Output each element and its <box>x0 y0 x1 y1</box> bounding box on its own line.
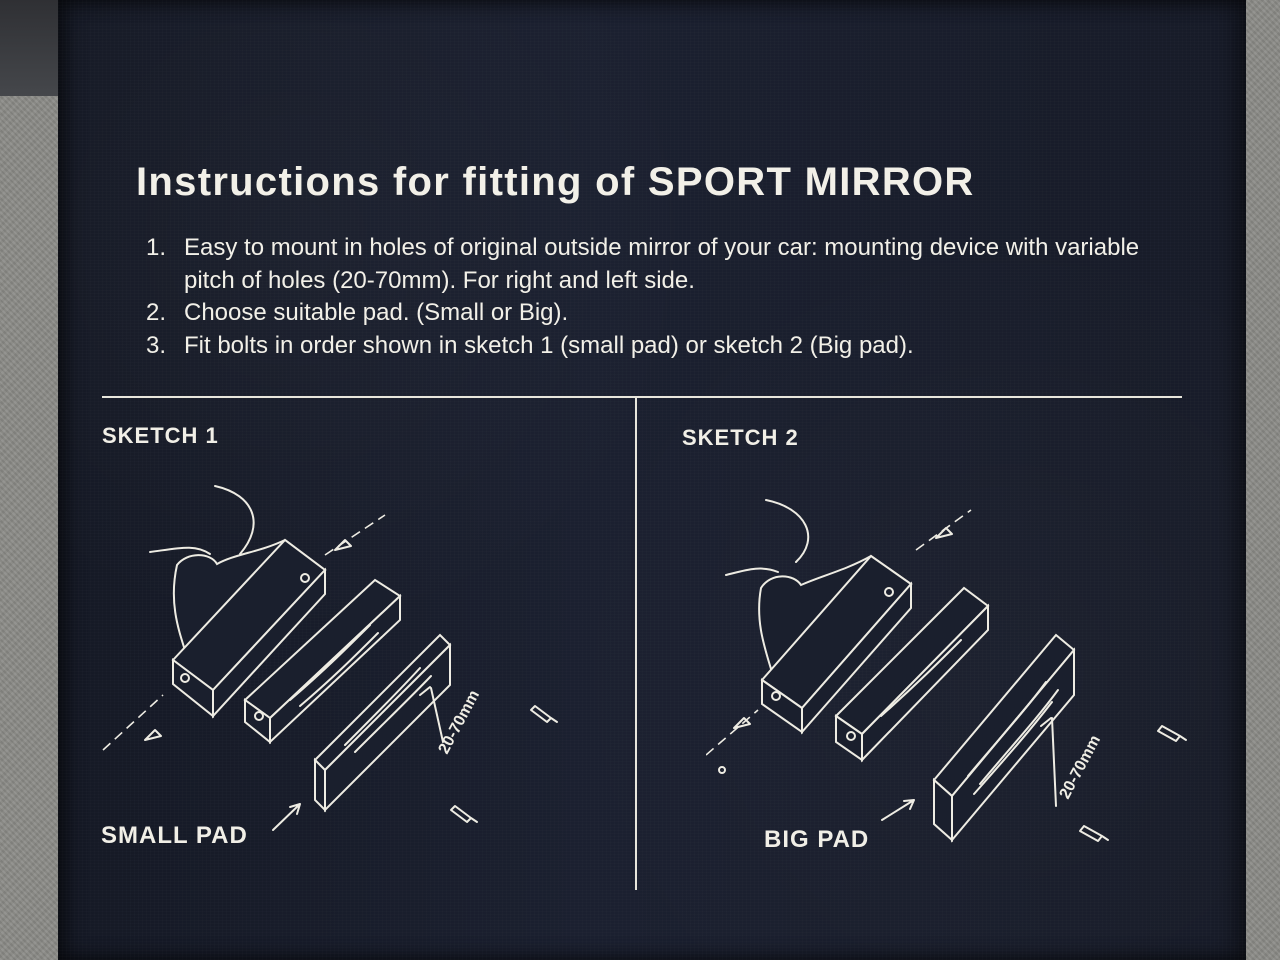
mirror-mount-body <box>149 485 327 719</box>
small-pad-label: SMALL PAD <box>101 822 248 849</box>
bolt-icon <box>935 527 953 539</box>
bolt-icon <box>1079 825 1109 842</box>
step-3: 3. Fit bolts in order shown in sketch 1 … <box>146 330 1146 363</box>
step-number: 3. <box>146 331 167 359</box>
vertical-divider <box>635 398 637 890</box>
step-text: Easy to mount in holes of original outsi… <box>184 234 1140 294</box>
step-1: 1. Easy to mount in holes of original ou… <box>146 232 1146 297</box>
bolt-icon <box>334 539 352 551</box>
page-title: Instructions for fitting of SPORT MIRROR <box>136 160 975 204</box>
dimension-label: 20-70mm <box>436 688 484 757</box>
instruction-steps: 1. Easy to mount in holes of original ou… <box>146 232 1146 362</box>
dot-mark <box>718 766 726 774</box>
instruction-box <box>58 0 1246 960</box>
sketch-2-drawing: 20-70mm <box>706 499 1187 843</box>
bracket-plate <box>243 578 402 745</box>
bolt-icon <box>733 717 751 729</box>
big-pad <box>932 633 1076 843</box>
bolt-icon <box>144 729 162 741</box>
sketch-2-label: SKETCH 2 <box>682 425 799 450</box>
sketch-1-label: SKETCH 1 <box>102 423 219 448</box>
mirror-mount-body <box>725 499 913 735</box>
step-number: 1. <box>146 234 167 261</box>
step-number: 2. <box>146 299 167 326</box>
big-pad-label: BIG PAD <box>764 826 870 853</box>
step-2: 2. Choose suitable pad. (Small or Big). <box>146 297 1146 330</box>
horizontal-divider <box>102 396 1182 398</box>
bracket-plate <box>834 586 990 763</box>
pointer-arrow <box>881 799 915 821</box>
bolt-icon <box>530 705 558 723</box>
pointer-arrow <box>272 803 301 831</box>
bolt-icon <box>1157 725 1187 742</box>
bolt-icon <box>450 805 478 823</box>
small-pad <box>313 633 452 813</box>
dimension-label: 20-70mm <box>1057 733 1105 802</box>
step-text: Choose suitable pad. (Small or Big). <box>184 299 569 326</box>
step-text: Fit bolts in order shown in sketch 1 (sm… <box>184 331 914 359</box>
sketch-1-drawing: 20-70mm <box>102 485 558 831</box>
